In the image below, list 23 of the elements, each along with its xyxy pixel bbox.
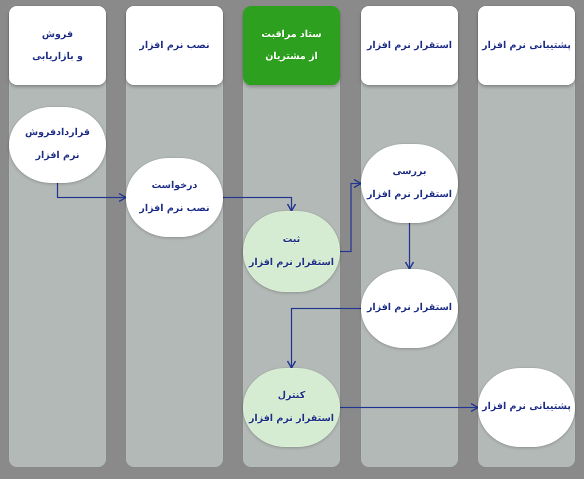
process-node: استقرار نرم افزار bbox=[361, 269, 458, 348]
process-node: ثبت استقرار نرم افزار bbox=[243, 211, 340, 292]
arrow bbox=[340, 402, 479, 412]
lane-header: استقرار نرم افزار bbox=[361, 6, 458, 85]
swimlane bbox=[9, 6, 106, 467]
lane-header: فروش و بازاریابی bbox=[9, 6, 106, 85]
arrow bbox=[56, 183, 127, 202]
process-node: درخواست نصب نرم افزار bbox=[126, 158, 223, 237]
arrow bbox=[340, 178, 362, 252]
arrow bbox=[404, 223, 414, 270]
swimlane bbox=[243, 6, 340, 467]
process-node: بررسی استقرار نرم افزار bbox=[361, 144, 458, 223]
lane-header: نصب نرم افزار bbox=[126, 6, 223, 85]
arrow bbox=[223, 196, 296, 212]
swimlane bbox=[361, 6, 458, 467]
process-node: پشتیبانی نرم افزار bbox=[478, 368, 575, 447]
process-node: قراردادفروش نرم افزار bbox=[9, 107, 106, 183]
arrow bbox=[286, 308, 361, 369]
swimlane bbox=[478, 6, 575, 467]
swimlane bbox=[126, 6, 223, 467]
lane-header: ستاد مراقبت از مشتریان bbox=[243, 6, 340, 85]
lane-header: پشتیبانی نرم افزار bbox=[478, 6, 575, 85]
process-node: کنترل استقرار نرم افزار bbox=[243, 368, 340, 447]
